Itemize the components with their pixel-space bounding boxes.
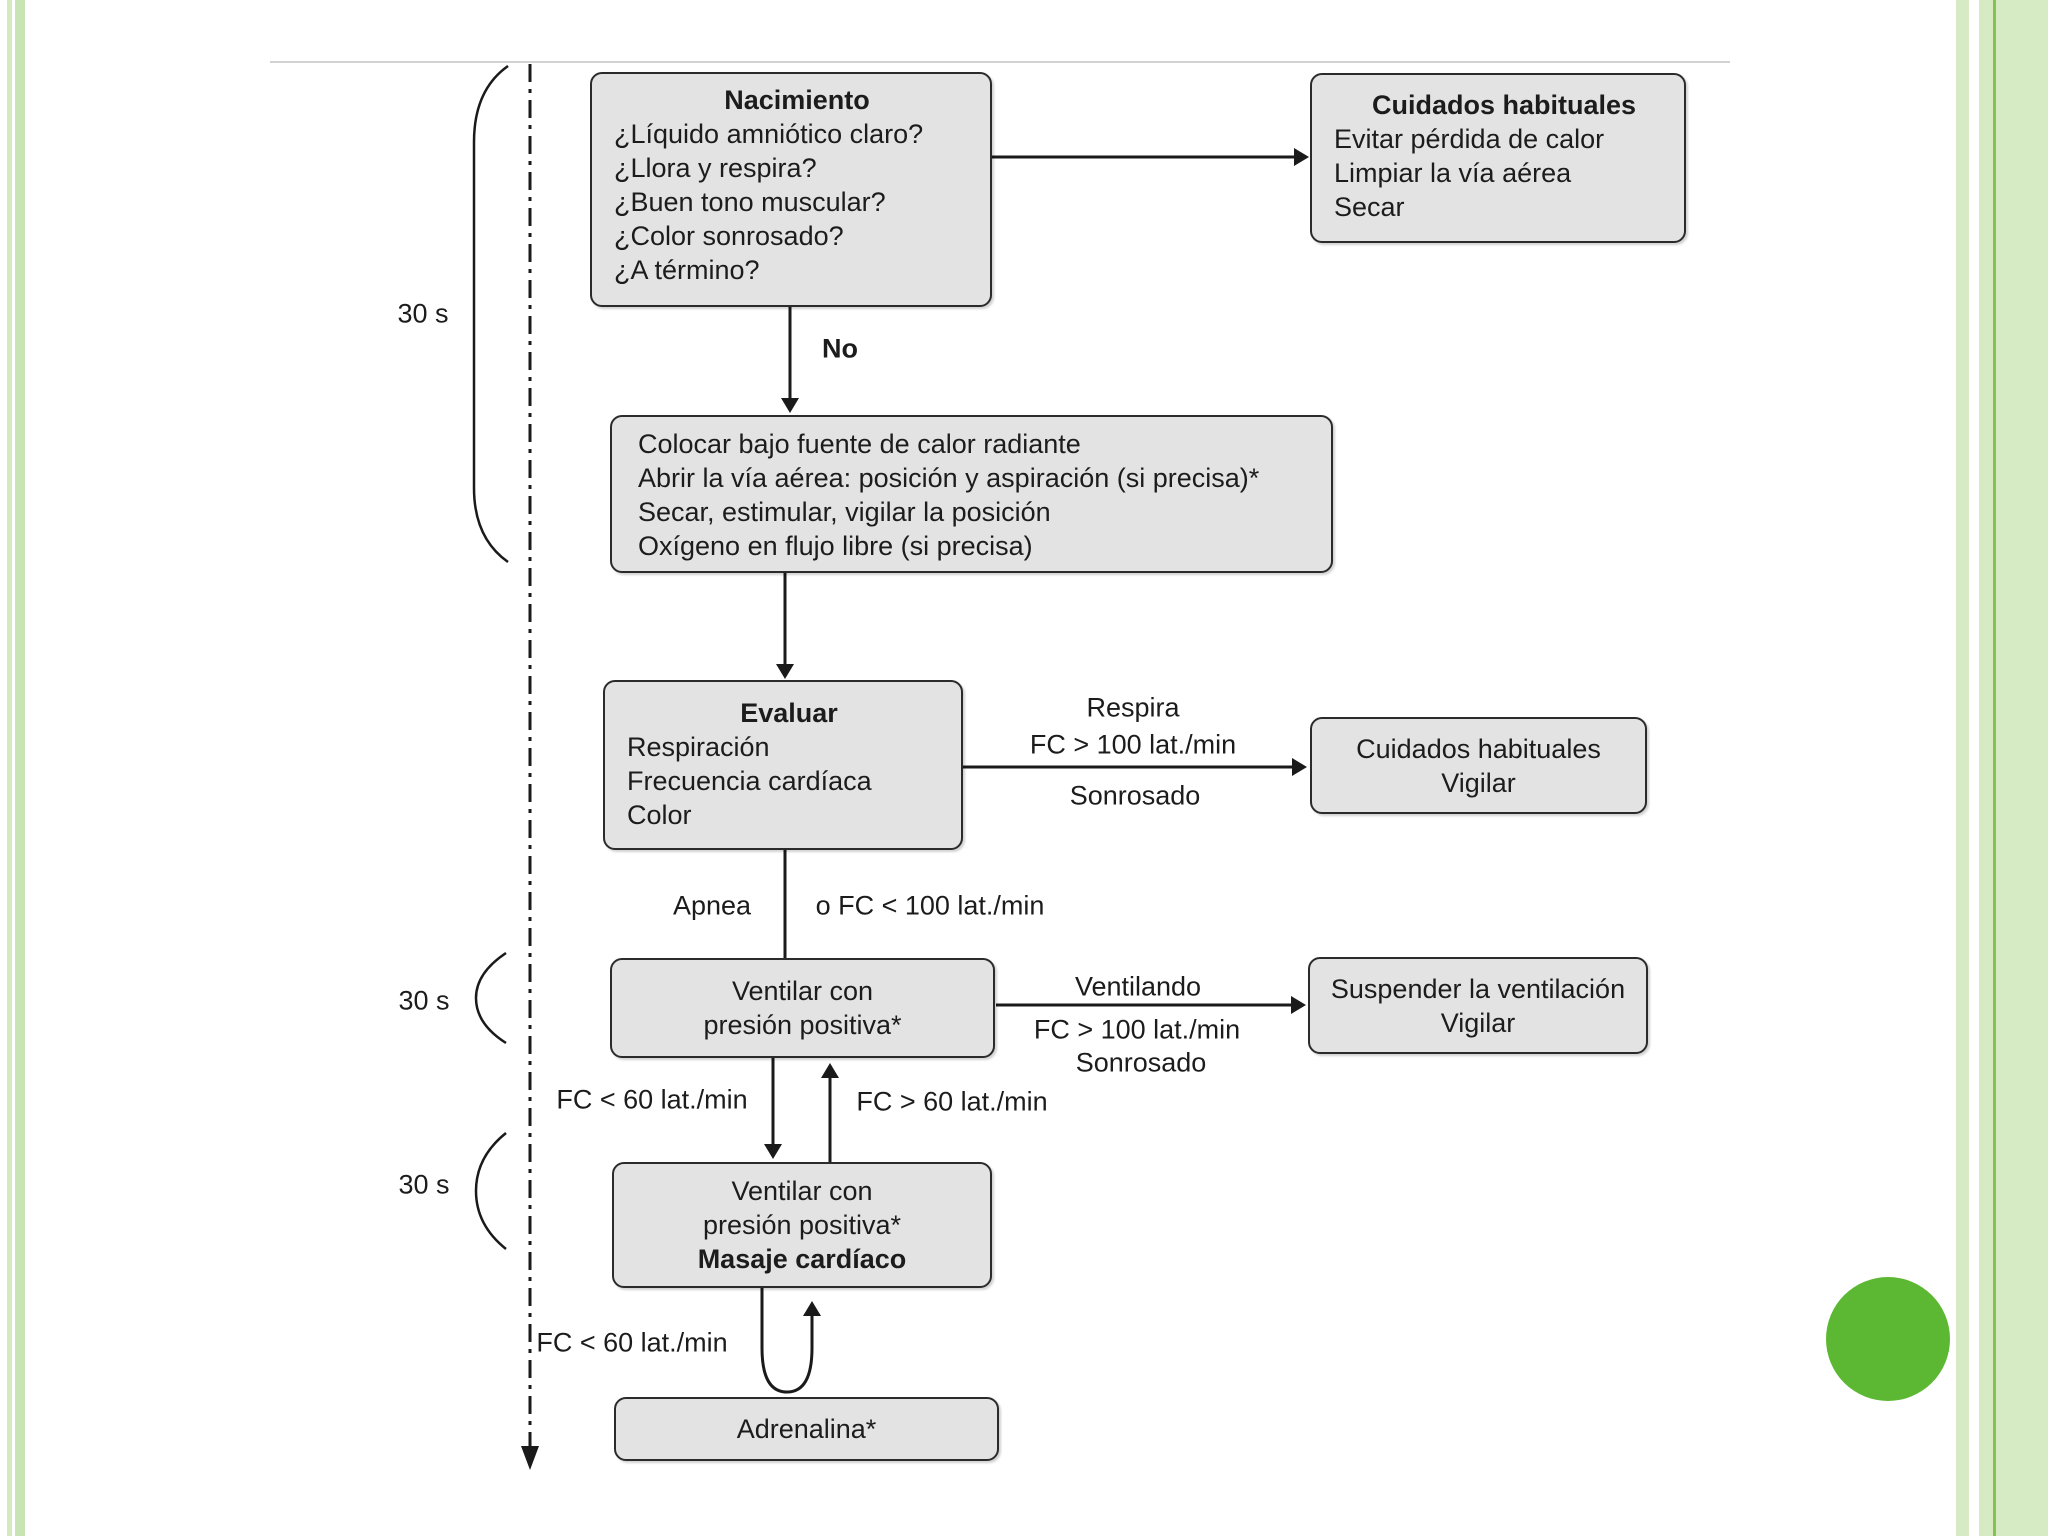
box-evaluar-title: Evaluar bbox=[740, 698, 838, 728]
box-suspender-line: Suspender la ventilación bbox=[1330, 973, 1626, 1004]
box-nacimiento-line: ¿Color sonrosado? bbox=[614, 221, 844, 251]
edge-label-sonrosado-1: Sonrosado bbox=[1069, 780, 1201, 811]
arrowhead-down-fc60 bbox=[764, 1144, 782, 1159]
box-adrenalina: Adrenalina* bbox=[614, 1397, 999, 1461]
box-cuidados-vigilar-line: Cuidados habituales bbox=[1356, 733, 1601, 764]
box-nacimiento-line: ¿A término? bbox=[614, 255, 760, 285]
box-suspender-line: Vigilar bbox=[1440, 1007, 1516, 1038]
time-label-3: 30 s bbox=[398, 1169, 450, 1200]
box-nacimiento-line: ¿Líquido amniótico claro? bbox=[614, 119, 924, 149]
box-ventilar-masaje: Ventilar con presión positiva* Masaje ca… bbox=[612, 1162, 992, 1288]
arrowhead-right-3 bbox=[1291, 996, 1306, 1014]
edge-label-fc-lt60-1: FC < 60 lat./min bbox=[556, 1084, 748, 1115]
box-cuidados-line: Evitar pérdida de calor bbox=[1334, 124, 1605, 154]
box-calor-line: Secar, estimular, vigilar la posición bbox=[638, 497, 1051, 527]
loop-adrenalina bbox=[760, 1288, 814, 1394]
edge-label-fc-gt100-1: FC > 100 lat./min bbox=[1029, 729, 1237, 760]
box-calor-line: Colocar bajo fuente de calor radiante bbox=[638, 429, 1081, 459]
box-suspender-ventilacion: Suspender la ventilación Vigilar bbox=[1308, 957, 1648, 1054]
box-ventilar-line: Ventilar con bbox=[731, 976, 874, 1006]
brace-30s-1 bbox=[472, 64, 509, 564]
brace-30s-3 bbox=[474, 1132, 507, 1250]
box-ventilar-masaje-line-bold: Masaje cardíaco bbox=[697, 1244, 907, 1274]
edge-label-ventilando: Ventilando bbox=[1074, 971, 1202, 1002]
edge-label-fc-gt100-2: FC > 100 lat./min bbox=[1033, 1014, 1241, 1045]
box-nacimiento-line: ¿Buen tono muscular? bbox=[614, 187, 886, 217]
edge-label-respira: Respira bbox=[1086, 692, 1180, 723]
green-circle-decoration bbox=[1826, 1277, 1950, 1401]
time-label-2: 30 s bbox=[398, 985, 450, 1016]
arrowhead-right-1 bbox=[1294, 148, 1309, 166]
box-ventilar-masaje-line: presión positiva* bbox=[702, 1210, 902, 1240]
box-nacimiento: Nacimiento ¿Líquido amniótico claro? ¿Ll… bbox=[590, 72, 992, 307]
box-adrenalina-title: Adrenalina* bbox=[736, 1414, 877, 1444]
box-ventilar: Ventilar con presión positiva* bbox=[610, 958, 995, 1058]
box-cuidados-habituales: Cuidados habituales Evitar pérdida de ca… bbox=[1310, 73, 1686, 243]
box-evaluar-line: Respiración bbox=[627, 732, 770, 762]
arrowhead-up-loop bbox=[803, 1301, 821, 1316]
box-cuidados-line: Limpiar la vía aérea bbox=[1334, 158, 1572, 188]
box-calor-line: Oxígeno en flujo libre (si precisa) bbox=[638, 531, 1033, 561]
box-evaluar-line: Color bbox=[627, 800, 692, 830]
right-stripe-3 bbox=[1996, 0, 2048, 1536]
time-label-1: 30 s bbox=[397, 298, 449, 329]
left-stripe-wide bbox=[15, 0, 25, 1536]
edge-label-no: No bbox=[822, 333, 858, 364]
box-nacimiento-line: ¿Llora y respira? bbox=[614, 153, 817, 183]
arrowhead-right-2 bbox=[1292, 758, 1307, 776]
box-ventilar-masaje-line: Ventilar con bbox=[731, 1176, 873, 1206]
edge-label-sonrosado-2: Sonrosado bbox=[1075, 1047, 1207, 1078]
arrowhead-down-timeline bbox=[521, 1446, 539, 1470]
box-nacimiento-title: Nacimiento bbox=[724, 85, 870, 115]
box-cuidados-line: Secar bbox=[1334, 192, 1405, 222]
box-cuidados-vigilar-line: Vigilar bbox=[1441, 767, 1516, 798]
top-divider-line bbox=[270, 61, 1730, 63]
box-calor-line: Abrir la vía aérea: posición y aspiració… bbox=[638, 463, 1260, 493]
arrowhead-down-no bbox=[781, 398, 799, 413]
box-cuidados-vigilar: Cuidados habituales Vigilar bbox=[1310, 717, 1647, 814]
box-evaluar: Evaluar Respiración Frecuencia cardíaca … bbox=[603, 680, 963, 850]
right-stripe-2 bbox=[1979, 0, 1993, 1536]
right-accent-line bbox=[1993, 0, 1996, 1536]
box-evaluar-line: Frecuencia cardíaca bbox=[627, 766, 872, 796]
box-calor-radiante: Colocar bajo fuente de calor radiante Ab… bbox=[610, 415, 1333, 573]
arrowhead-down-evaluar bbox=[776, 664, 794, 679]
box-ventilar-line: presión positiva* bbox=[703, 1010, 902, 1040]
right-stripe-1 bbox=[1956, 0, 1969, 1536]
left-stripe-thin bbox=[7, 0, 12, 1536]
brace-30s-2 bbox=[474, 951, 507, 1045]
edge-label-fc-gt60: FC > 60 lat./min bbox=[856, 1086, 1048, 1117]
edge-label-o-fc-lt100: o FC < 100 lat./min bbox=[815, 890, 1045, 921]
edge-label-apnea: Apnea bbox=[672, 890, 752, 921]
box-cuidados-title: Cuidados habituales bbox=[1371, 90, 1637, 120]
arrowhead-up-fc60 bbox=[821, 1063, 839, 1078]
edge-label-fc-lt60-2: FC < 60 lat./min bbox=[536, 1327, 728, 1358]
